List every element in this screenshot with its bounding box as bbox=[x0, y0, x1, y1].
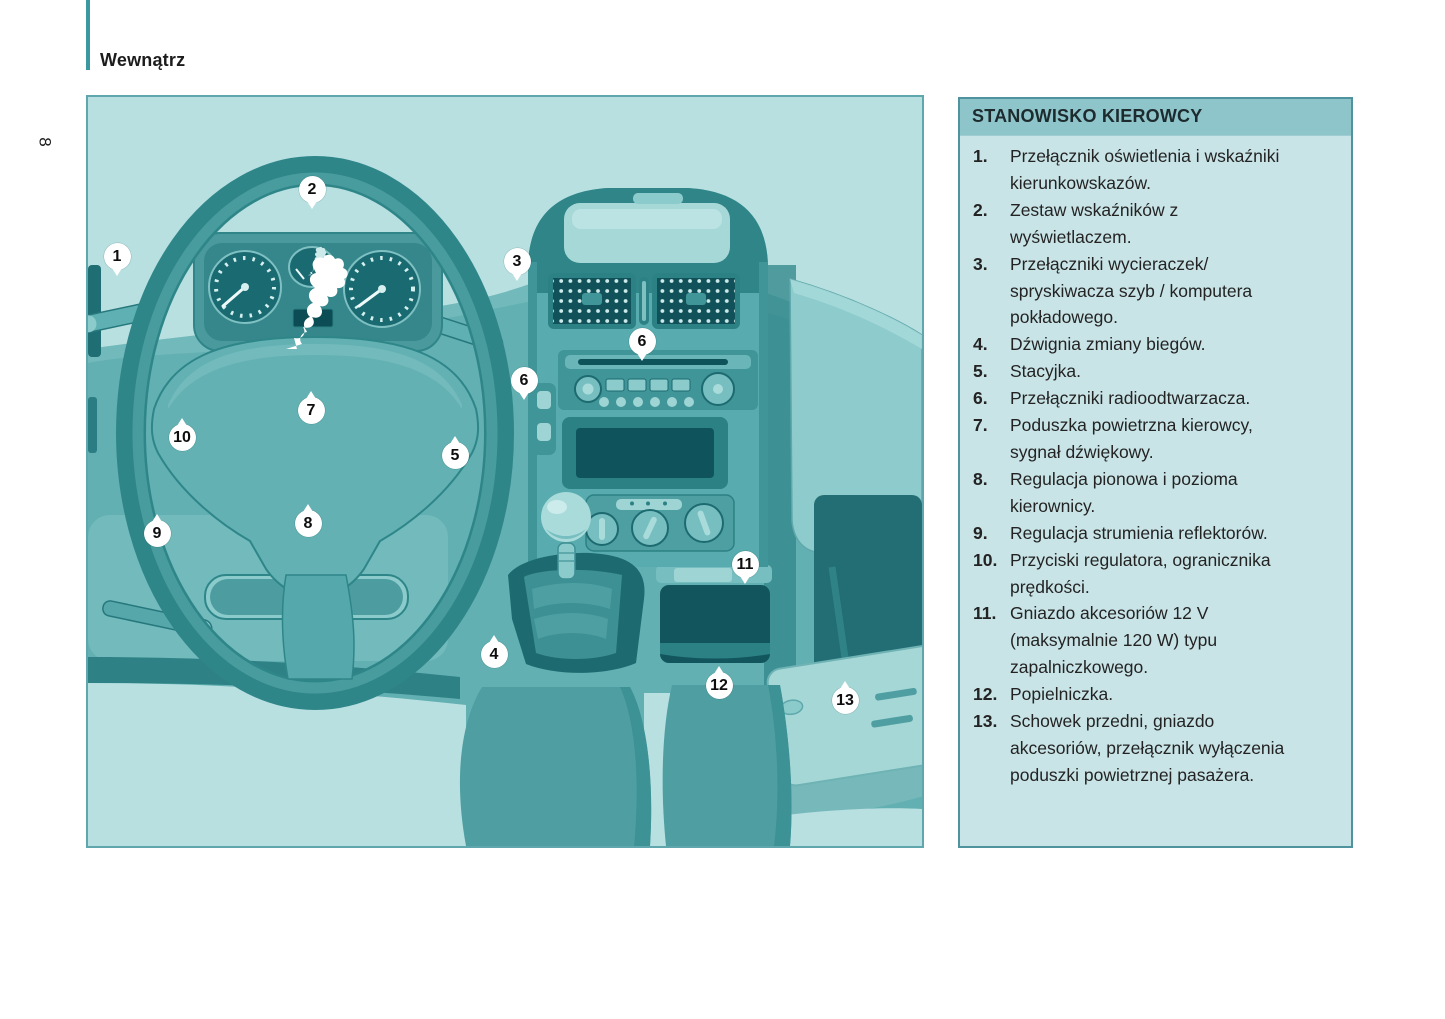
cd-slot bbox=[578, 359, 728, 365]
radio-side-buttons bbox=[532, 383, 556, 455]
legend-item-number: 13. bbox=[973, 711, 998, 732]
figure-marker-13: 13 bbox=[831, 686, 859, 714]
legend-item-number: 3. bbox=[973, 253, 988, 274]
legend-item-number: 5. bbox=[973, 361, 988, 382]
storage-compartment bbox=[562, 417, 728, 489]
legend-item-2: 2. Zestaw wskaźników z wyświetlaczem. bbox=[973, 197, 1343, 251]
legend-item-number: 1. bbox=[973, 146, 988, 166]
legend-item-8: 8. Regulacja pionowa i pozioma kierownicy… bbox=[973, 466, 1343, 520]
figure-marker-11: 11 bbox=[731, 550, 759, 578]
air-vent-right bbox=[652, 273, 740, 329]
legend-item-text: Schowek przedni, gniazdo akcesoriów, prz… bbox=[1010, 711, 1285, 785]
legend-item-text: Popielniczka. bbox=[1010, 684, 1114, 705]
dashboard-illustration bbox=[88, 97, 922, 846]
legend-item-number: 7. bbox=[973, 415, 988, 436]
figure-marker-6: 6 bbox=[628, 327, 656, 355]
legend-panel: STANOWISKO KIEROWCY 1. Przełącznik oświet… bbox=[958, 97, 1353, 848]
legend-item-number: 6. bbox=[973, 388, 988, 409]
legend-item-text: Dźwignia zmiany biegów. bbox=[1010, 334, 1206, 355]
left-door-vent bbox=[88, 265, 101, 357]
legend-item-text: Stacyjka. bbox=[1010, 361, 1081, 382]
legend-item-number: 2. bbox=[973, 199, 988, 220]
radio-unit bbox=[558, 350, 758, 410]
legend-item-text: Przełączniki radioodtwarzacza. bbox=[1010, 388, 1251, 409]
tachometer bbox=[208, 250, 282, 324]
legend-item-text: Zestaw wskaźników z wyświetlaczem. bbox=[1010, 199, 1179, 247]
legend-item-10: 10. Przyciski regulatora, ogranicznika pr… bbox=[973, 547, 1343, 601]
legend-item-number: 8. bbox=[973, 468, 988, 489]
legend-list: 1. Przełącznik oświetlenia i wskaźniki ki… bbox=[960, 136, 1351, 789]
accent-rule bbox=[86, 0, 90, 70]
legend-item-number: 4. bbox=[973, 334, 988, 355]
legend-title: STANOWISKO KIEROWCY bbox=[960, 99, 1351, 136]
figure-marker-8: 8 bbox=[294, 509, 322, 537]
legend-item-7: 7. Poduszka powietrzna kierowcy, sygnał d… bbox=[973, 412, 1343, 466]
figure-marker-4: 4 bbox=[480, 640, 508, 668]
legend-item-text: Przełącznik oświetlenia i wskaźniki kier… bbox=[1010, 146, 1280, 193]
legend-item-number: 9. bbox=[973, 522, 988, 543]
figure-marker-1: 1 bbox=[103, 242, 131, 270]
page-title: Wewnątrz bbox=[100, 50, 186, 70]
speedometer bbox=[343, 250, 421, 328]
page-number: 8 bbox=[35, 137, 55, 147]
climate-controls bbox=[585, 494, 735, 552]
legend-item-13: 13. Schowek przedni, gniazdo akcesoriów, … bbox=[973, 708, 1343, 789]
legend-item-11: 11. Gniazdo akcesoriów 12 V (maksymalnie … bbox=[973, 600, 1343, 681]
steering-wheel-pad bbox=[150, 335, 480, 599]
console-pedestal bbox=[459, 685, 792, 846]
figure-marker-12: 12 bbox=[705, 671, 733, 699]
legend-item-12: 12. Popielniczka. bbox=[973, 681, 1343, 708]
steering-column bbox=[281, 574, 355, 680]
center-stack bbox=[528, 188, 768, 567]
floor bbox=[88, 683, 922, 846]
figure-marker-9: 9 bbox=[143, 519, 171, 547]
legend-item-1: 1. Przełącznik oświetlenia i wskaźniki ki… bbox=[973, 143, 1343, 197]
legend-item-text: Regulacja strumienia reflektorów. bbox=[1010, 522, 1268, 543]
legend-item-6: 6. Przełączniki radioodtwarzacza. bbox=[973, 385, 1343, 412]
steering-wheel bbox=[116, 156, 514, 710]
figure-marker-10: 10 bbox=[168, 423, 196, 451]
legend-item-text: Poduszka powietrzna kierowcy, sygnał dźw… bbox=[1010, 415, 1253, 462]
figure-marker-6: 6 bbox=[510, 366, 538, 394]
figure-marker-3: 3 bbox=[503, 247, 531, 275]
legend-item-text: Gniazdo akcesoriów 12 V (maksymalnie 120… bbox=[1010, 603, 1218, 678]
legend-item-text: Przełączniki wycieraczek/ spryskiwacza s… bbox=[1010, 253, 1253, 328]
legend-item-text: Regulacja pionowa i pozioma kierownicy. bbox=[1010, 468, 1238, 516]
legend-item-9: 9. Regulacja strumienia reflektorów. bbox=[973, 520, 1343, 547]
legend-item-4: 4. Dźwignia zmiany biegów. bbox=[973, 331, 1343, 358]
legend-item-text: Przyciski regulatora, ogranicznika prędk… bbox=[1010, 549, 1271, 597]
air-vent-left bbox=[548, 273, 636, 329]
figure-marker-7: 7 bbox=[297, 396, 325, 424]
legend-item-number: 12. bbox=[973, 684, 998, 705]
legend-item-number: 10. bbox=[973, 549, 998, 570]
glovebox-open-door bbox=[766, 644, 922, 819]
figure-marker-2: 2 bbox=[298, 175, 326, 203]
legend-item-5: 5. Stacyjka. bbox=[973, 358, 1343, 385]
legend-item-3: 3. Przełączniki wycieraczek/ spryskiwacza… bbox=[973, 251, 1343, 332]
legend-item-number: 11. bbox=[973, 603, 997, 624]
gear-shifter bbox=[508, 492, 645, 673]
figure-marker-5: 5 bbox=[441, 441, 469, 469]
